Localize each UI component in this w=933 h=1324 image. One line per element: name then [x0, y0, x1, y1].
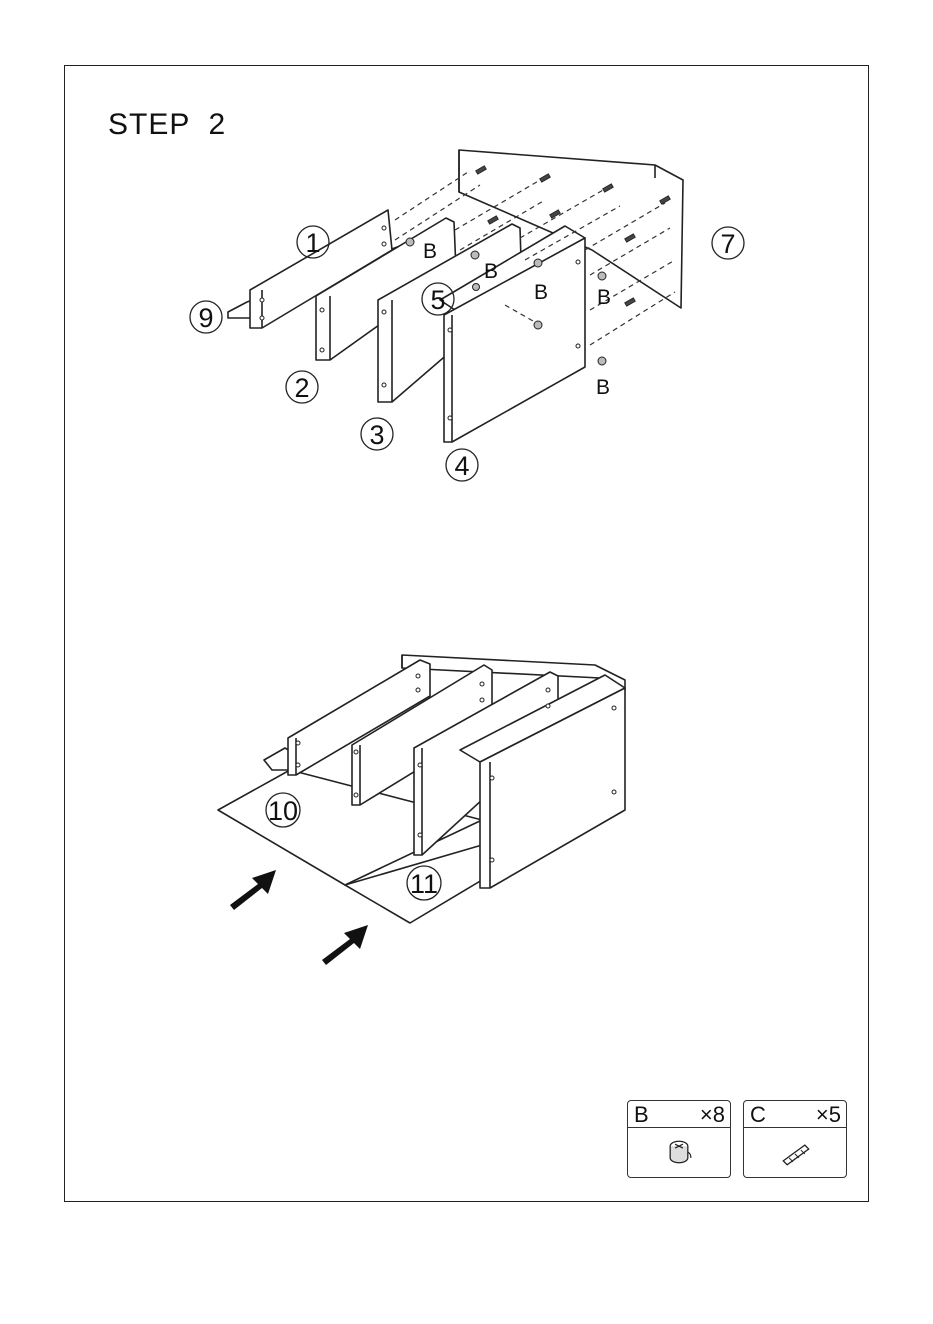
hardware-box-c: C ×5 — [743, 1100, 847, 1178]
cam-lock-icon — [628, 1128, 730, 1177]
hardware-box-b: B ×8 — [627, 1100, 731, 1178]
hardware-code: B — [634, 1102, 649, 1128]
hardware-code: C — [750, 1102, 766, 1128]
hardware-qty: ×5 — [816, 1102, 841, 1128]
hardware-qty: ×8 — [700, 1102, 725, 1128]
arrow-icon — [322, 925, 368, 965]
wood-dowel-icon — [744, 1128, 846, 1177]
label-11: 11 — [410, 869, 438, 899]
label-10: 10 — [268, 796, 298, 826]
arrow-icon — [230, 870, 276, 910]
